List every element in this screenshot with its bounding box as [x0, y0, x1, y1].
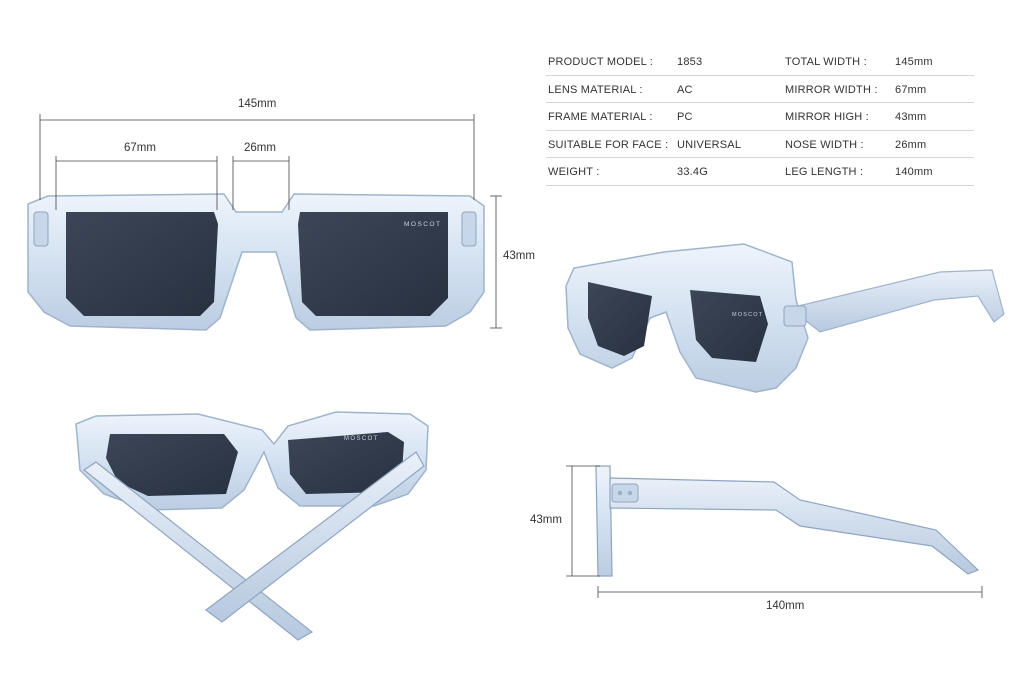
- brand-logo: MOSCOT: [404, 221, 442, 228]
- brand-logo-angled: MOSCOT: [732, 312, 763, 318]
- spec-row: WEIGHT : 33.4G LEG LENGTH : 140mm: [546, 158, 974, 186]
- back-view-glasses: MOSCOT: [75, 411, 429, 641]
- hinge-left: [33, 211, 49, 247]
- nose-width-label: 26mm: [244, 142, 276, 154]
- side-dimension-lines: [566, 465, 983, 598]
- spec-value: 33.4G: [677, 166, 708, 178]
- angled-view-glasses: MOSCOT: [565, 243, 1005, 393]
- spec-value: 140mm: [895, 166, 933, 178]
- spec-row: PRODUCT MODEL : 1853 TOTAL WIDTH : 145mm: [546, 48, 974, 76]
- hinge-right: [461, 211, 477, 247]
- spec-label: NOSE WIDTH :: [785, 138, 864, 151]
- temple-arm: [788, 269, 1005, 333]
- spec-value: 1853: [677, 56, 703, 68]
- right-lens-angled: [690, 290, 768, 362]
- spec-label: MIRROR WIDTH :: [785, 83, 878, 96]
- spec-label: TOTAL WIDTH :: [785, 56, 867, 68]
- spec-label: WEIGHT :: [548, 166, 600, 178]
- spec-label: LENS MATERIAL :: [548, 83, 643, 96]
- spec-value: 26mm: [895, 138, 927, 151]
- spec-label: LEG LENGTH :: [785, 166, 864, 178]
- spec-value: 43mm: [895, 111, 927, 123]
- spec-label: MIRROR HIGH :: [785, 111, 869, 123]
- front-view-glasses: MOSCOT: [27, 193, 485, 331]
- rivet-icon: [627, 490, 633, 496]
- side-height-label: 43mm: [530, 514, 562, 526]
- spec-row: LENS MATERIAL : AC MIRROR WIDTH : 67mm: [546, 76, 974, 103]
- spec-value: UNIVERSAL: [677, 138, 742, 151]
- rivet-icon: [617, 490, 623, 496]
- spec-value: AC: [677, 83, 693, 96]
- left-lens-angled: [588, 282, 652, 356]
- brand-logo-back: MOSCOT: [344, 436, 379, 442]
- temple-length-label: 140mm: [766, 600, 805, 612]
- spec-row: FRAME MATERIAL : PC MIRROR HIGH : 43mm: [546, 103, 974, 131]
- front-dimension-lines: [39, 114, 502, 329]
- right-lens: [298, 212, 448, 316]
- spec-label: PRODUCT MODEL :: [548, 56, 654, 68]
- spec-value: PC: [677, 111, 693, 123]
- lens-width-label: 67mm: [124, 142, 156, 154]
- temple-right-back: [205, 451, 425, 623]
- side-view-glasses: [595, 465, 980, 577]
- hinge-side: [611, 483, 639, 503]
- lens-height-label: 43mm: [503, 250, 535, 262]
- spec-label: SUITABLE FOR FACE :: [548, 138, 669, 151]
- spec-value: 67mm: [895, 83, 927, 96]
- hinge-angled: [783, 305, 807, 327]
- left-lens-back: [106, 434, 238, 496]
- spec-row: SUITABLE FOR FACE : UNIVERSAL NOSE WIDTH…: [546, 131, 974, 158]
- spec-label: FRAME MATERIAL :: [548, 111, 653, 123]
- total-width-label: 145mm: [238, 98, 277, 110]
- left-lens: [66, 212, 218, 316]
- temple-side: [609, 477, 980, 575]
- right-lens-back: [288, 432, 404, 494]
- spec-table: PRODUCT MODEL : 1853 TOTAL WIDTH : 145mm…: [546, 48, 974, 186]
- spec-value: 145mm: [895, 56, 933, 68]
- frame-front-edge: [595, 465, 613, 577]
